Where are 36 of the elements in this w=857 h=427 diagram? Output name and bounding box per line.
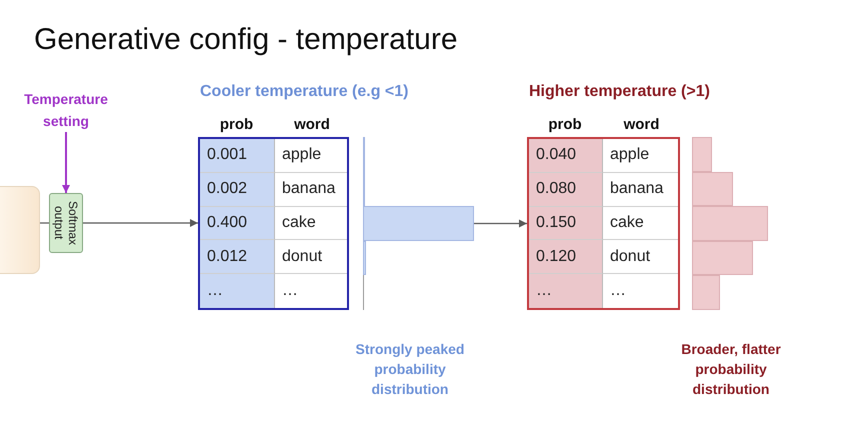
column-header: word: [622, 115, 660, 135]
probability-cell: 0.080: [529, 172, 603, 207]
probability-cell: …: [529, 274, 603, 308]
word-cell: apple: [603, 139, 678, 173]
probability-cell: 0.120: [529, 240, 603, 274]
probability-cell: 0.040: [529, 139, 603, 173]
word-cell: banana: [603, 172, 678, 207]
column-header: prob: [547, 115, 583, 135]
probability-cell: 0.150: [529, 206, 603, 240]
probability-cell: 0.001: [200, 139, 275, 173]
probability-cell: 0.002: [200, 172, 275, 207]
column-header: prob: [218, 115, 254, 135]
probability-cell: …: [200, 274, 275, 308]
word-cell: cake: [603, 206, 678, 240]
column-header: word: [293, 115, 331, 135]
word-cell: cake: [275, 206, 347, 240]
arrow: [474, 220, 527, 228]
rounded-block: [0, 186, 40, 274]
word-cell: banana: [275, 172, 347, 207]
word-cell: donut: [275, 240, 347, 274]
arrow: [83, 219, 198, 227]
probability-cell: 0.012: [200, 240, 275, 274]
distribution-caption: Strongly peaked probability distribution: [354, 340, 466, 399]
word-cell-text: …: [281, 281, 299, 302]
arrow: [62, 132, 70, 193]
process-box: [49, 193, 83, 253]
word-cell: apple: [275, 139, 347, 173]
box-label: Softmax output: [52, 200, 80, 247]
word-cell-text: …: [609, 281, 627, 302]
slide-title: Generative config - temperature: [34, 22, 458, 58]
setting-label: Temperature setting: [8, 88, 124, 132]
table-heading: Higher temperature (>1): [529, 82, 710, 102]
distribution-caption: Broader, flatter probability distribution: [680, 340, 782, 399]
probability-cell: 0.400: [200, 206, 275, 240]
table-heading: Cooler temperature (e.g <1): [200, 82, 408, 102]
word-cell: donut: [603, 240, 678, 274]
